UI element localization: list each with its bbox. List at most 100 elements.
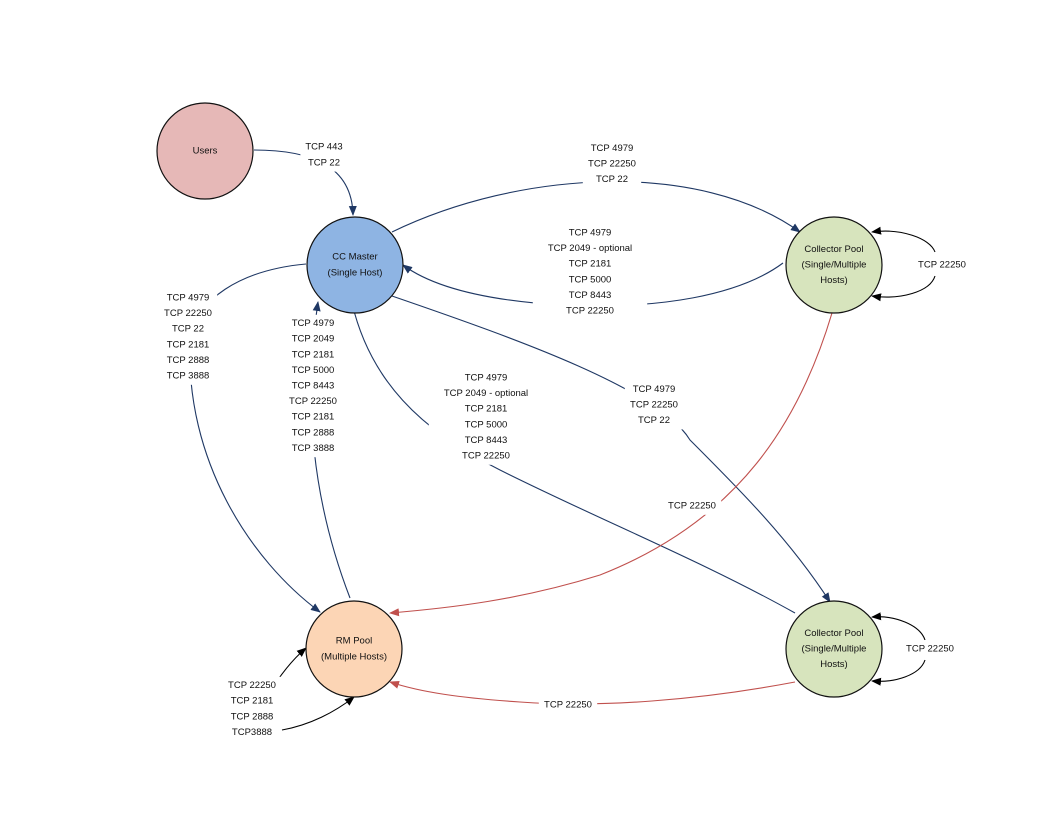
node-rm-pool: RM Pool (Multiple Hosts) [305, 600, 403, 698]
node-cc-master-circle [306, 216, 404, 314]
edge-collector-bottom-self-return [871, 659, 926, 686]
label-collector-bottom-to-rm: TCP 22250 [538, 696, 598, 714]
label-collector-top-self: TCP 22250 [912, 256, 972, 274]
label-line: TCP 22250 [918, 260, 966, 271]
label-line: TCP 2888 [167, 355, 210, 366]
node-collector-top-circle [785, 216, 883, 314]
label-background [582, 139, 642, 189]
label-line: Collector Pool [804, 628, 863, 639]
label-line: TCP 8443 [465, 435, 508, 446]
label-line: TCP 22250 [668, 501, 716, 512]
node-users: Users [156, 102, 254, 200]
label-line: TCP 22250 [164, 308, 212, 319]
label-line: TCP 4979 [465, 373, 508, 384]
edge-rm-self-lower [281, 696, 355, 731]
edge-collector-top-self-return [871, 275, 936, 302]
label-line: TCP 8443 [292, 381, 335, 392]
label-line: TCP 22 [638, 415, 670, 426]
label-background [283, 314, 343, 458]
label-line: TCP 2888 [231, 711, 274, 722]
label-background [662, 497, 722, 515]
label-line: TCP 2181 [465, 404, 508, 415]
label-line: TCP 2181 [292, 412, 335, 423]
label-background [222, 676, 282, 742]
label-line: TCP 4979 [569, 228, 612, 239]
label-line: TCP 2181 [292, 349, 335, 360]
label-line: TCP 2181 [167, 339, 210, 350]
label-background [428, 369, 544, 465]
node-cc-master-text: CC Master (Single Host) [328, 252, 383, 279]
label-line: TCP 22250 [566, 306, 614, 317]
node-cc-master: CC Master (Single Host) [306, 216, 404, 314]
label-line: (Single/Multiple [802, 644, 867, 655]
label-line: Hosts) [820, 275, 847, 286]
label-line: TCP 2888 [292, 427, 335, 438]
label-background [912, 256, 972, 274]
label-line: TCP 22 [308, 157, 340, 168]
label-line: TCP 22250 [462, 451, 510, 462]
label-background [538, 696, 598, 714]
edge-collector-top-to-rm [389, 312, 833, 617]
label-line: TCP 22250 [228, 680, 276, 691]
label-line: TCP 3888 [292, 443, 335, 454]
label-line: TCP 22250 [544, 700, 592, 711]
label-line: TCP 22250 [906, 644, 954, 655]
label-line: TCP 5000 [465, 419, 508, 430]
label-line: TCP 4979 [167, 293, 210, 304]
nodes: Users CC Master (Single Host) Collector P… [156, 102, 883, 698]
label-line: TCP 2181 [569, 259, 612, 270]
label-line: TCP 22250 [630, 400, 678, 411]
label-background [300, 138, 348, 172]
label-line: TCP 22250 [588, 159, 636, 170]
node-users-text: Users [193, 146, 218, 157]
label-background [158, 289, 218, 385]
edge-collector-bottom-to-master [350, 302, 796, 614]
label-line: TCP 4979 [292, 318, 335, 329]
label-line: TCP 2181 [231, 696, 274, 707]
node-rm-pool-circle [305, 600, 403, 698]
label-line: Hosts) [820, 659, 847, 670]
label-line: TCP 22 [596, 174, 628, 185]
label-line: TCP 8443 [569, 290, 612, 301]
node-collector-bottom-circle [785, 600, 883, 698]
label-background [624, 380, 684, 430]
edge-collector-top-self [871, 226, 936, 253]
label-collector-top-to-rm: TCP 22250 [662, 497, 722, 515]
label-line: RM Pool [336, 636, 372, 647]
label-background [532, 224, 648, 320]
label-line: TCP 2049 [292, 334, 335, 345]
label-collector-bottom-self: TCP 22250 [900, 640, 960, 658]
label-line: TCP3888 [232, 727, 272, 738]
edge-master-to-collector-bottom [391, 295, 831, 603]
label-line: Collector Pool [804, 244, 863, 255]
label-line: TCP 22250 [289, 396, 337, 407]
label-line: TCP 3888 [167, 371, 210, 382]
label-line: TCP 2049 - optional [548, 243, 632, 254]
label-line: TCP 2049 - optional [444, 388, 528, 399]
label-background [900, 640, 960, 658]
node-rm-pool-text: RM Pool (Multiple Hosts) [321, 636, 387, 663]
label-line: CC Master [332, 252, 377, 263]
node-users-circle [156, 102, 254, 200]
label-line: (Single/Multiple [802, 260, 867, 271]
label-line: TCP 443 [305, 142, 342, 153]
label-line: (Single Host) [328, 267, 383, 278]
label-line: Users [193, 146, 218, 157]
edge-collector-bottom-self [871, 612, 926, 641]
label-line: TCP 5000 [569, 274, 612, 285]
label-line: (Multiple Hosts) [321, 651, 387, 662]
